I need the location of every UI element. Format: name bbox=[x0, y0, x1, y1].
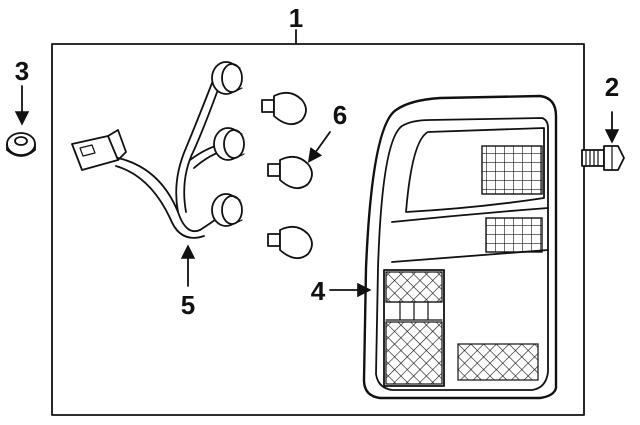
grommet-part bbox=[6, 85, 36, 157]
bulb-top bbox=[261, 91, 307, 126]
wiring-harness-part bbox=[71, 61, 245, 287]
callout-1: 1 bbox=[289, 3, 303, 33]
callout-6-leader bbox=[307, 131, 331, 163]
callout-6: 6 bbox=[333, 100, 347, 130]
callout-5: 5 bbox=[181, 290, 195, 320]
callout-4: 4 bbox=[311, 276, 326, 306]
screw-part bbox=[581, 111, 625, 171]
callout-2: 2 bbox=[605, 72, 619, 102]
bulb-middle bbox=[267, 155, 313, 190]
callout-3: 3 bbox=[15, 56, 29, 86]
tail-lamp-housing bbox=[362, 94, 558, 400]
bulb-bottom bbox=[267, 225, 313, 260]
assembly-frame bbox=[51, 43, 585, 416]
